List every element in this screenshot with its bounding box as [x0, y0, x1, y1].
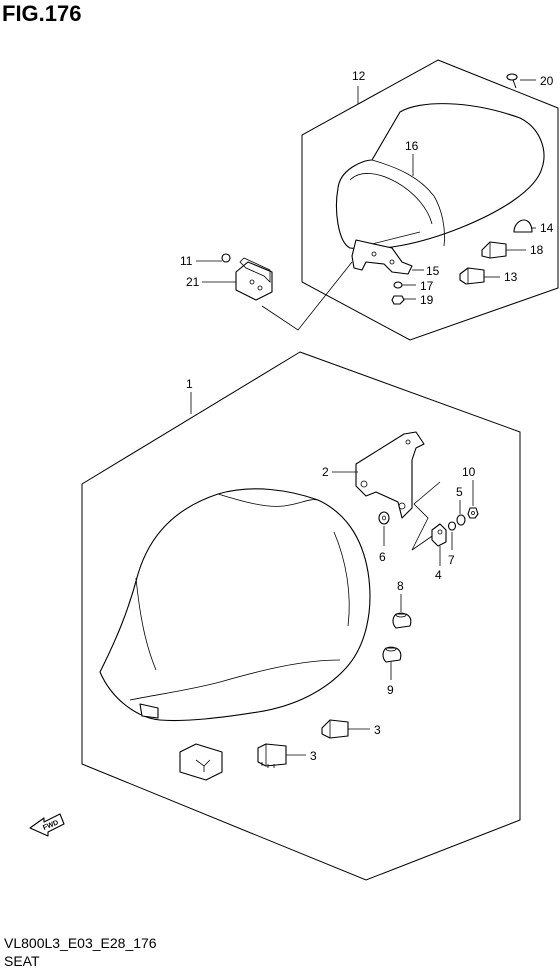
- bolt-part-11: [221, 253, 231, 263]
- seat-bracket-part-2: [355, 431, 425, 519]
- callout-1: 1: [186, 377, 193, 391]
- seat-lock-plate-part-21: [235, 257, 273, 301]
- cushion-part-9: [382, 646, 402, 663]
- callout-5: 5: [456, 485, 463, 499]
- nut-part-10: [467, 507, 479, 519]
- bushing-part-7: [447, 521, 457, 531]
- callout-17: 17: [420, 279, 434, 293]
- callout-21: 21: [186, 275, 200, 289]
- cushion-part-3-b: [257, 743, 287, 768]
- callout-20: 20: [540, 74, 554, 88]
- diagram-code: VL800L3_E03_E28_176: [4, 935, 157, 951]
- washer-part-17: [393, 281, 403, 289]
- callout-18: 18: [530, 243, 544, 257]
- callout-6: 6: [379, 550, 386, 564]
- callout-13: 13: [504, 270, 518, 284]
- callout-19: 19: [420, 293, 434, 307]
- nut-part-19: [391, 295, 405, 305]
- passenger-seat-part: [335, 103, 545, 250]
- callout-4: 4: [435, 568, 442, 582]
- seat-bracket-part-15: [351, 239, 413, 275]
- cushion-part-14: [513, 219, 533, 233]
- callout-9: 9: [387, 683, 394, 697]
- forward-direction-arrow: FWD: [29, 813, 65, 837]
- cushion-part-3-a: [321, 719, 349, 739]
- callout-2: 2: [322, 465, 329, 479]
- cushion-part-8: [392, 612, 412, 629]
- figure-title: FIG.176: [2, 1, 82, 26]
- diagram-name: SEAT: [4, 953, 40, 969]
- callout-10: 10: [462, 465, 476, 479]
- rider-seat-group-outline: [81, 351, 521, 881]
- callout-3-b: 3: [310, 749, 317, 763]
- passenger-seat-group-outline: [301, 59, 559, 341]
- callout-12: 12: [352, 69, 366, 83]
- callout-11: 11: [180, 254, 193, 268]
- seat-accessory-box: [179, 743, 223, 781]
- washer-part-6: [378, 511, 390, 525]
- clip-part-4: [431, 523, 447, 547]
- callout-15: 15: [426, 264, 440, 278]
- callout-3-a: 3: [374, 723, 381, 737]
- cut-line: [411, 481, 441, 551]
- callout-7: 7: [448, 553, 455, 567]
- callout-16: 16: [405, 139, 419, 153]
- screw-part-20: [506, 73, 518, 89]
- washer-part-5: [456, 514, 466, 526]
- callout-8: 8: [397, 579, 404, 593]
- cushion-part-13: [459, 267, 485, 285]
- leader-line: [261, 261, 353, 331]
- callout-14: 14: [540, 221, 554, 235]
- cushion-part-18: [481, 241, 507, 259]
- rider-seat-part: [99, 488, 371, 722]
